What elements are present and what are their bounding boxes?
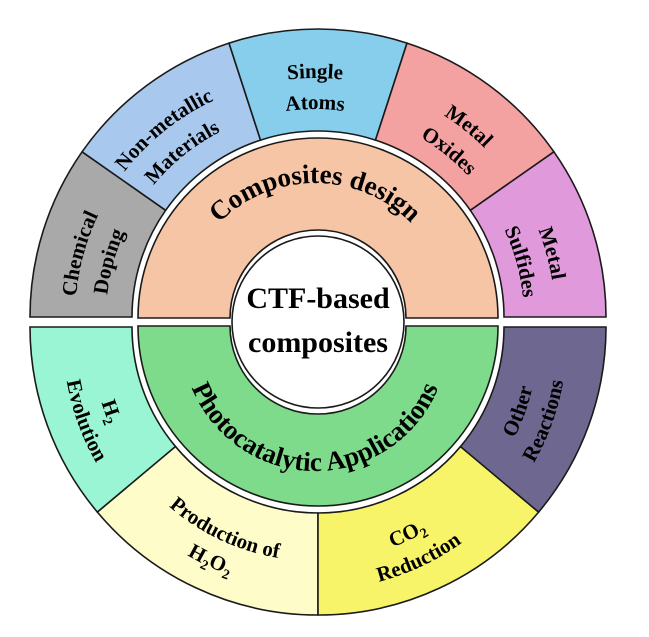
single-atoms-line2: Atoms bbox=[284, 90, 346, 116]
composites-design-band bbox=[137, 137, 499, 319]
outer-ring bbox=[29, 28, 607, 616]
other-reactions-segment bbox=[459, 326, 607, 514]
center-title-line2: composites bbox=[248, 326, 388, 359]
metal-sulfides-segment bbox=[469, 150, 607, 318]
photocatalytic-applications-band bbox=[137, 325, 499, 507]
center-circle bbox=[231, 235, 405, 409]
single-atoms-line1: Single bbox=[286, 59, 344, 85]
center-title-line1: CTF-based bbox=[246, 282, 390, 315]
